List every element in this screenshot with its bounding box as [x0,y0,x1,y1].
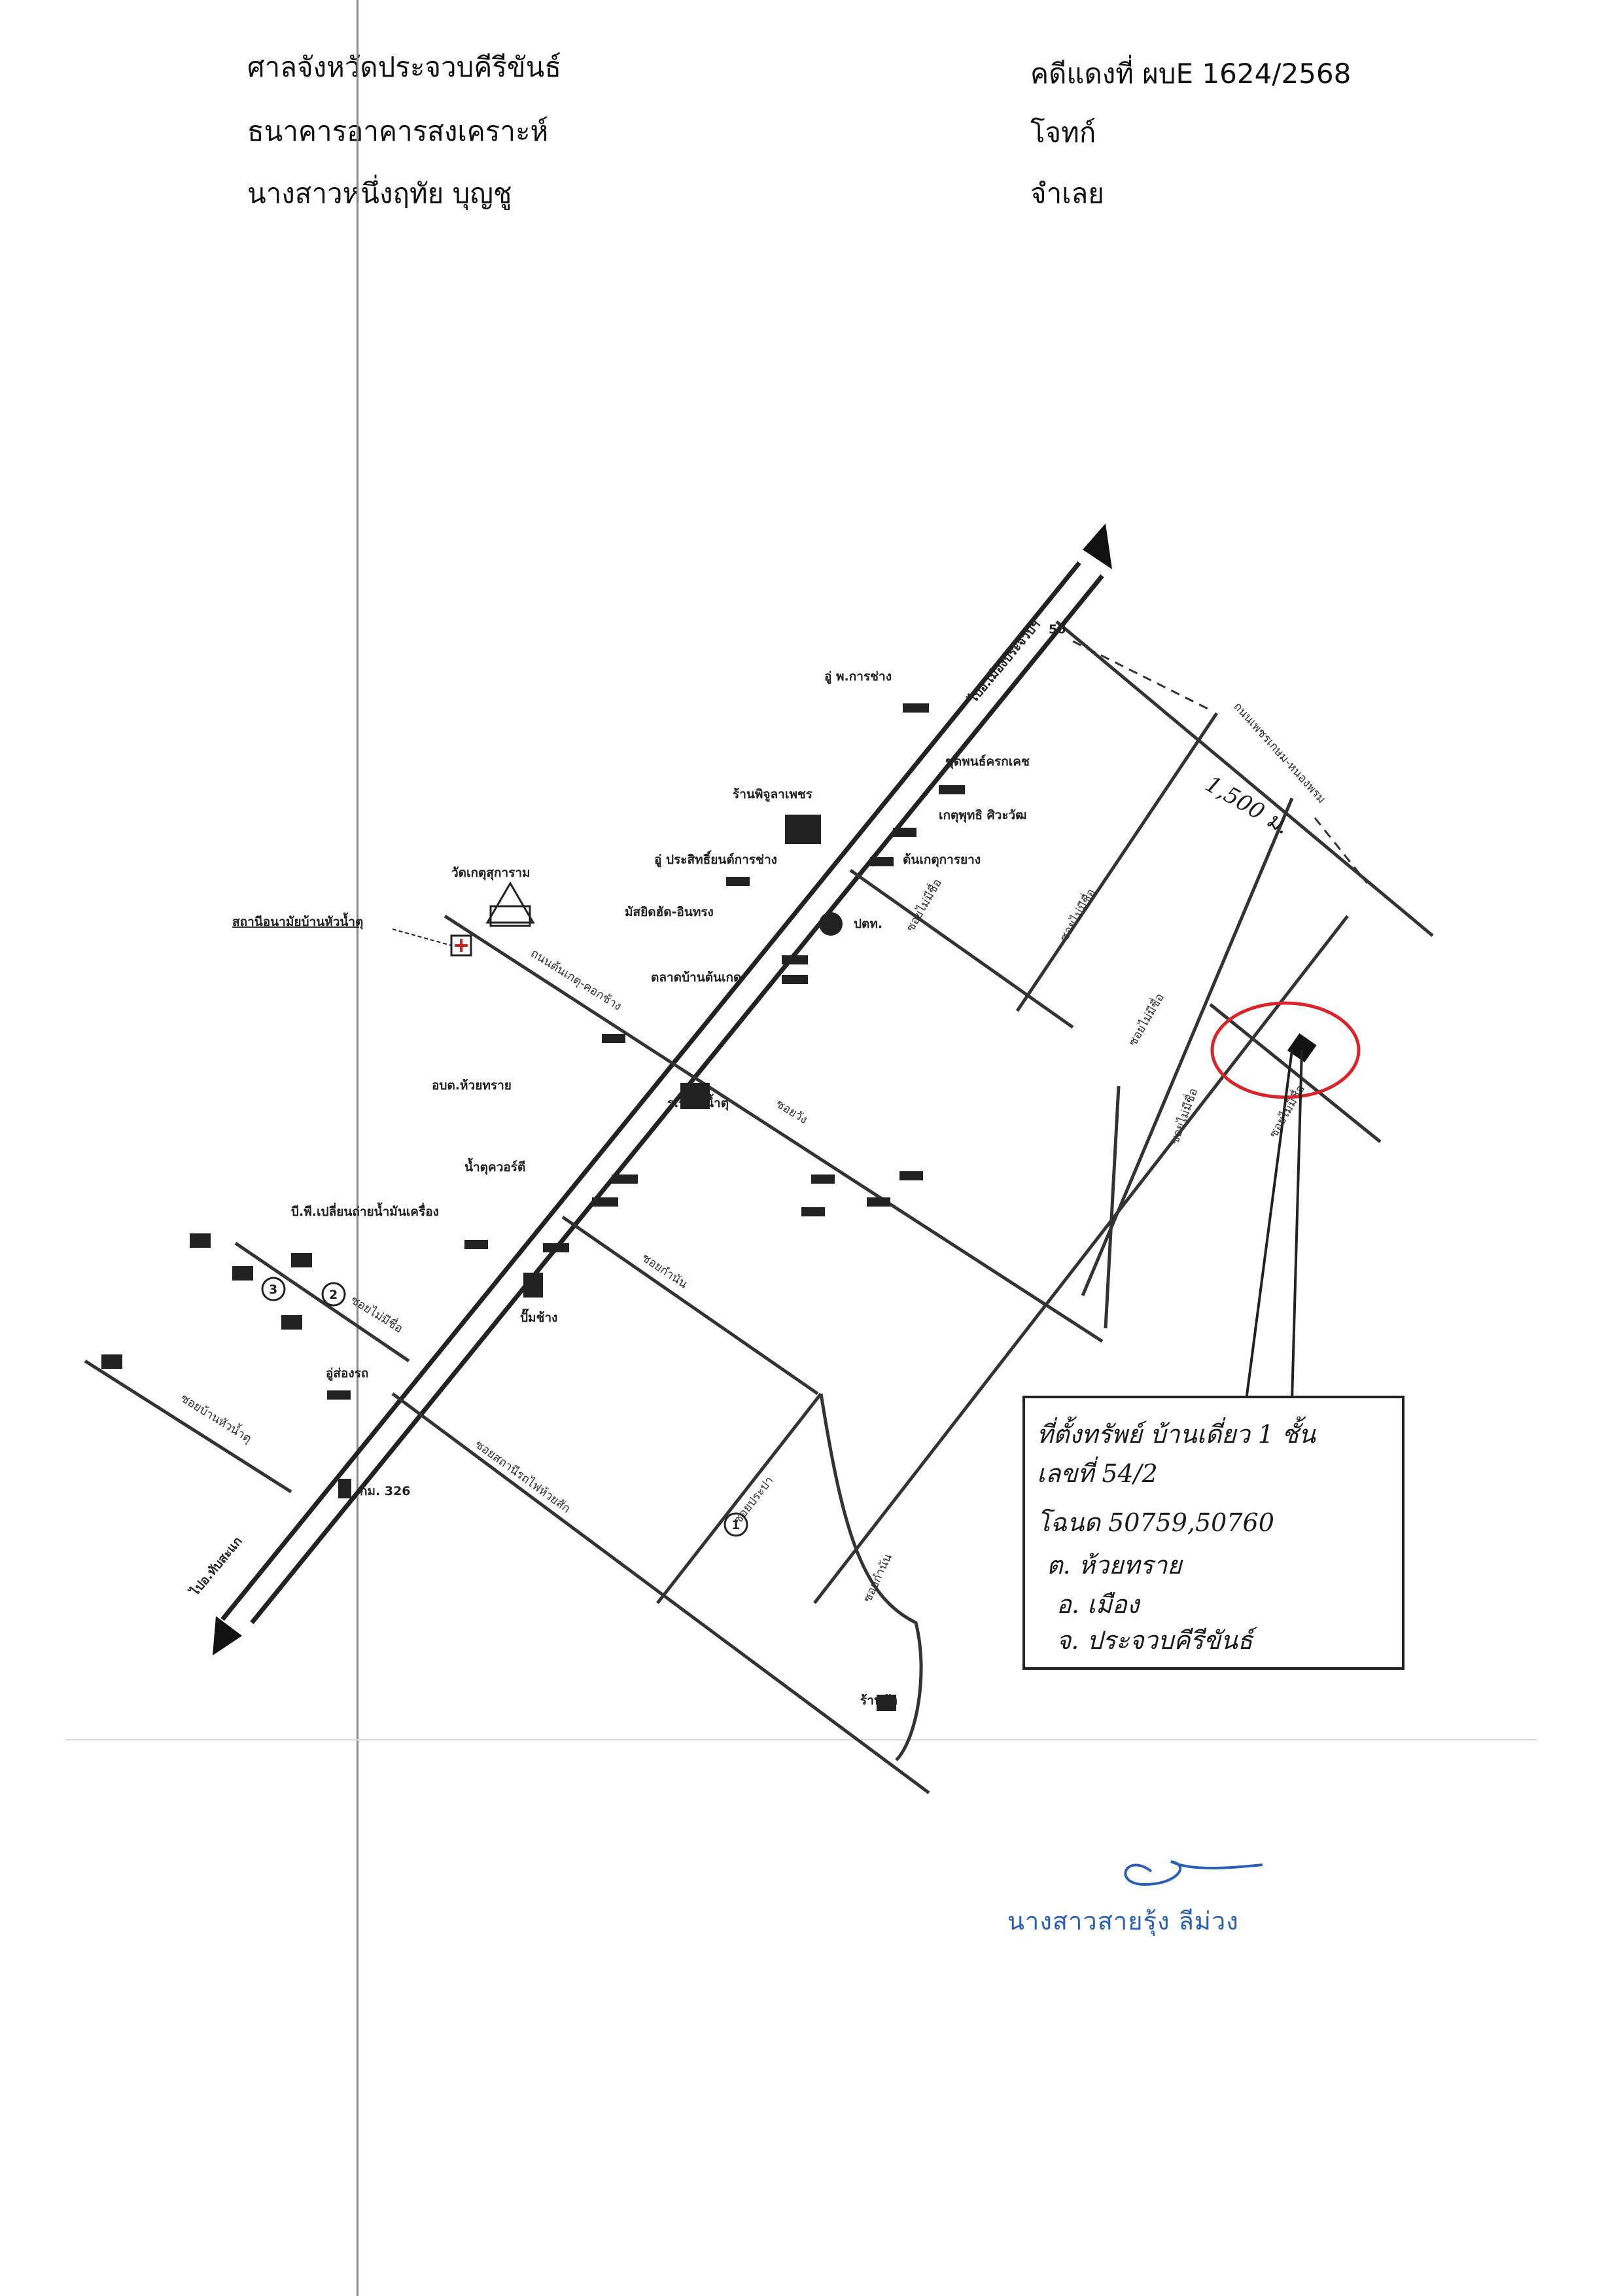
roads [84,620,1434,1795]
temple-icon [485,881,535,927]
signature-scribble [1124,1860,1263,1886]
landmark-label: ร้านพิจูลาเพชร [733,787,813,802]
note-line: โฉนด 50759,50760 [1037,1508,1274,1537]
plaintiff-role: โจทก์ [1030,116,1096,149]
landmark-label: มัสยิดฮัด-อินทรง [625,905,714,919]
court-name: ศาลจังหวัดประจวบคีรีขันธ์ [247,51,561,83]
landmark-label: น้ำตุควอร์ตี [464,1157,525,1175]
note-line: อ. เมือง [1056,1590,1141,1619]
marker-number: 2 [329,1288,338,1302]
landmark-label: ตลาดบ้านต้นเกด [651,970,741,985]
landmark-label: อบต.ห้วยทราย [432,1078,512,1093]
marker-number: 1 [731,1518,740,1532]
landmark-label: ซอยไม่มีชื่อ [1166,1086,1200,1146]
landmark-label: สถานีอนามัยบ้านหัวน้ำตุ [232,912,363,930]
scan-shadow-line [65,1739,1537,1740]
landmark-label: ซอยบ้านหัวน้ำตุ [178,1390,254,1446]
landmark-label: อู่ พ.การช่าง [824,669,892,684]
building-icons [101,703,965,1711]
hospital-leader [392,928,452,946]
landmark-label: ซอยไม่มีชื่อ [1125,990,1167,1048]
landmark-label: อู่ส่องรถ [326,1366,368,1381]
property-note-box [1022,1396,1405,1670]
landmark-label: ซอยวัง [773,1097,810,1127]
landmark-label: ต้นเกตุการยาง [903,853,981,868]
landmark-label: อู่ ประสิทธิ์ยนต์การช่าง [654,850,777,868]
defendant-name: นางสาวหนึ่งฤทัย บุญชู [247,177,512,209]
landmark-label: เกตุพุทธิ ศิวะวัฒ [939,808,1026,823]
direction-south-label: ไปอ.ทับสะแก [186,1534,245,1600]
note-line: ต. ห้วยทราย [1047,1551,1183,1580]
fuel-station-icon [819,912,843,936]
top-marker: 50 [1049,622,1066,637]
landmark-label: กม. 326 [360,1484,411,1498]
landmark-label: บี.พี.เปลี่ยนถ่ายน้ำมันเครื่อง [291,1202,439,1219]
landmark-label: ซอยสถานีรถไฟห้วยสัก [472,1437,573,1515]
main-highway [220,561,1104,1625]
distance-guides [1072,640,1369,884]
landmark-label: ซอยกำนัน [639,1251,689,1292]
landmark-label: ซอยกำนัน [860,1551,895,1604]
arrow-south [213,1616,242,1655]
numbered-markers [261,1277,748,1537]
landmark-label: วัดเกตุสุการาม [451,866,531,881]
marker-number: 3 [269,1282,277,1297]
note-line: ที่ตั้งทรัพย์ บ้านเดี่ยว 1 ชั้น [1037,1416,1316,1449]
note-line: จ. ประจวบคีรีขันธ์ [1056,1626,1258,1655]
arrow-north [1083,523,1112,569]
landmark-label: ซอยไม่มีชื่อ [348,1292,406,1336]
note-line: เลขที่ 54/2 [1037,1456,1158,1488]
fold-line [357,0,358,2296]
landmark-label: ปั๊มช้าง [520,1308,557,1325]
signer-name: นางสาวสายรุ้ง ลีม่วง [1007,1907,1239,1935]
landmark-label: ซอยไม่มีชื่อ [902,875,945,934]
landmark-label: ซอยไม่มีชื่อ [1056,885,1098,944]
plaintiff-name: ธนาคารอาคารสงเคราะห์ [247,115,549,147]
defendant-role: จำเลย [1030,177,1104,209]
landmark-label: ปตท. [854,917,882,931]
case-number: คดีแดงที่ ผบE 1624/2568 [1030,58,1352,90]
landmark-label: ชุดพนธ์ครกเคช [945,754,1030,769]
property-marker [1210,1001,1361,1401]
hospital-icon [450,934,472,957]
